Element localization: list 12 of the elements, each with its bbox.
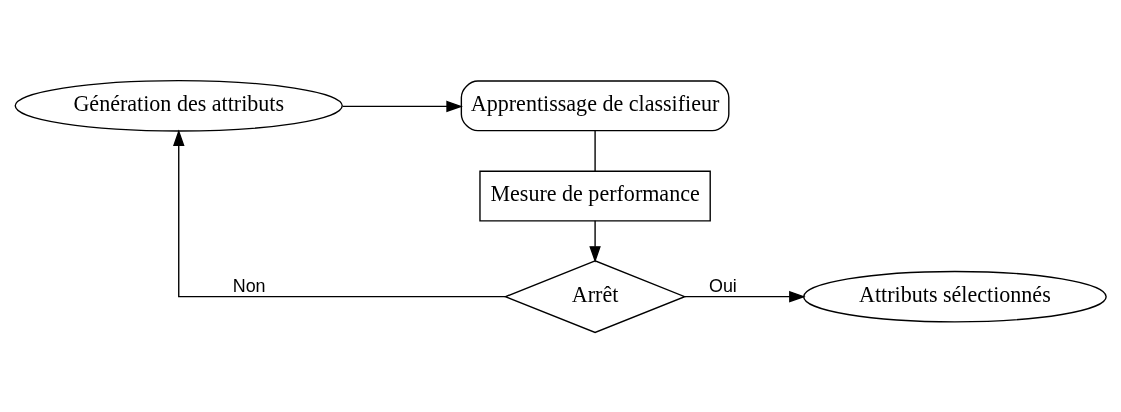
- node-ellipse: Génération des attributs: [14, 79, 343, 132]
- edge-label: Non: [232, 275, 266, 296]
- node-box: Apprentissage de classifieur: [460, 79, 730, 131]
- node-box: Mesure de performance: [479, 170, 711, 221]
- node-diamond: Arrêt: [503, 259, 687, 333]
- arrow: [172, 129, 506, 297]
- arrow: [684, 290, 806, 302]
- arrow: [589, 219, 601, 263]
- edge-label: Oui: [708, 275, 737, 296]
- connector: [594, 129, 596, 172]
- node-ellipse: Attributs sélectionnés: [803, 270, 1107, 322]
- arrow: [342, 100, 463, 112]
